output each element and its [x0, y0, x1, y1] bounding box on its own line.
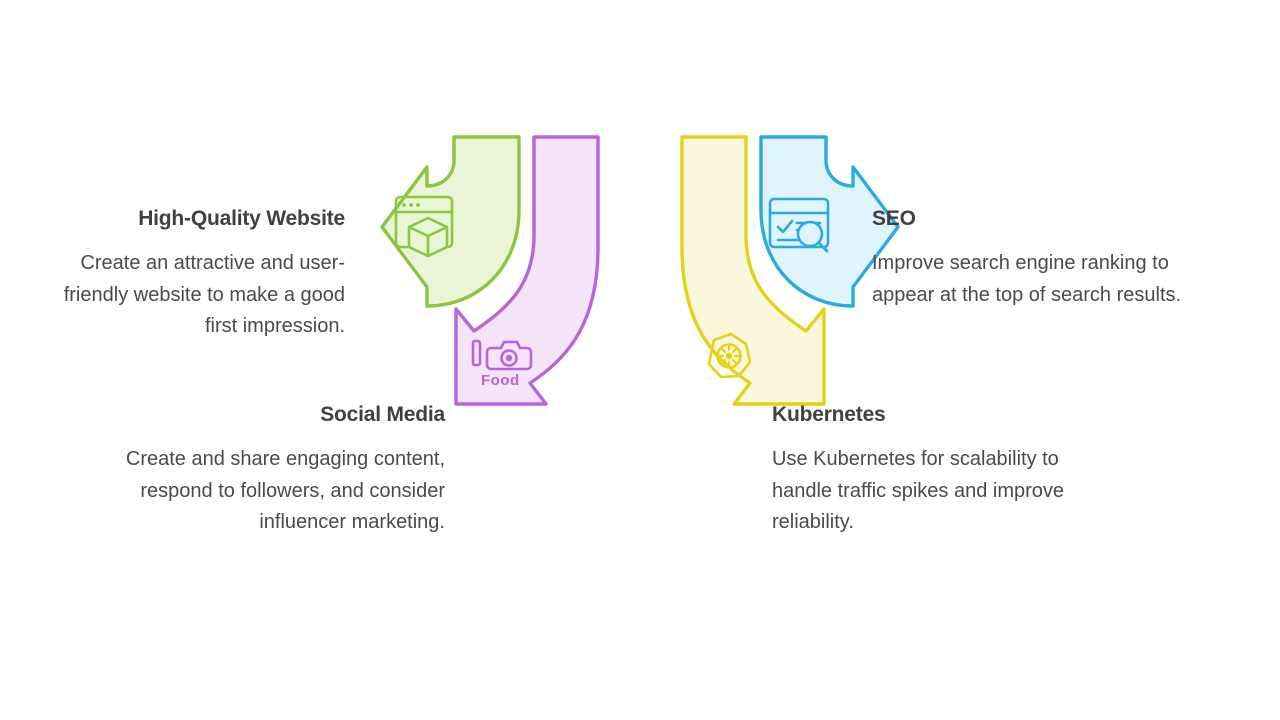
browser-cube-icon: [394, 195, 454, 258]
body-kubernetes: Use Kubernetes for scalability to handle…: [772, 448, 1065, 534]
search-page-icon: [768, 197, 830, 253]
text-block-social-media: Social Media Create and share engaging c…: [90, 402, 445, 539]
heading-social-media: Social Media: [320, 403, 445, 426]
text-block-seo: SEO Improve search engine ranking to app…: [872, 206, 1212, 311]
camera-food-icon: [471, 339, 533, 371]
body-social-media: Create and share engaging content, respo…: [125, 448, 445, 534]
camera-food-label: Food: [481, 372, 520, 389]
arrow-social-media: Food: [454, 135, 600, 406]
arrow-shape-yellow: [680, 135, 826, 406]
heading-kubernetes: Kubernetes: [772, 403, 886, 426]
text-block-high-quality-website: High-Quality Website Create an attractiv…: [40, 206, 345, 343]
body-seo: Improve search engine ranking to appear …: [872, 252, 1182, 306]
heading-high-quality-website: High-Quality Website: [138, 207, 345, 230]
body-high-quality-website: Create an attractive and user-friendly w…: [63, 252, 345, 338]
heading-seo: SEO: [872, 207, 916, 230]
arrow-high-quality-website: [380, 135, 521, 308]
kubernetes-helm-icon: [707, 332, 752, 379]
arrow-shape-purple: [454, 135, 600, 406]
arrow-kubernetes: [680, 135, 826, 406]
text-block-kubernetes: Kubernetes Use Kubernetes for scalabilit…: [772, 402, 1112, 539]
arrow-shape-green: [380, 135, 521, 308]
